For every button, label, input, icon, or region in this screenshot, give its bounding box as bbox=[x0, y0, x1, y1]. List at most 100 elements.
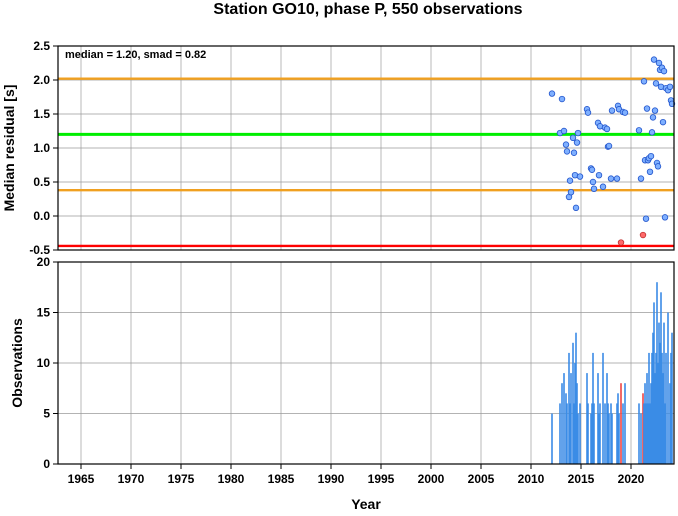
residual-points bbox=[548, 56, 676, 246]
outlier-bar bbox=[620, 383, 622, 464]
residual-point bbox=[652, 80, 660, 87]
x-tick-label: 1985 bbox=[268, 472, 295, 486]
residual-point bbox=[655, 59, 663, 67]
observation-bar bbox=[660, 292, 662, 464]
residual-point bbox=[548, 90, 556, 97]
residual-point bbox=[659, 118, 667, 126]
residual-point bbox=[558, 95, 566, 103]
chart-title: Station GO10, phase P, 550 observations bbox=[213, 1, 522, 18]
observation-bar bbox=[648, 352, 650, 464]
observation-bar bbox=[646, 373, 648, 464]
residual-point bbox=[563, 148, 571, 155]
observation-bar bbox=[649, 403, 651, 464]
observation-bar bbox=[640, 413, 642, 464]
observation-bar bbox=[566, 403, 568, 464]
observation-bar bbox=[667, 312, 669, 464]
y-tick-label: 1.5 bbox=[33, 107, 50, 121]
residual-point bbox=[589, 178, 597, 186]
observation-bar bbox=[659, 342, 661, 464]
observation-bar bbox=[575, 332, 577, 464]
y-tick-label: 15 bbox=[37, 306, 51, 320]
y-tick-label: 1.0 bbox=[33, 141, 50, 155]
observation-bars bbox=[551, 282, 673, 464]
observation-bar bbox=[651, 352, 653, 464]
observation-bar bbox=[655, 352, 657, 464]
observation-bar bbox=[563, 373, 565, 464]
residual-point bbox=[654, 163, 662, 170]
x-tick-label: 1995 bbox=[368, 472, 395, 486]
residual-point bbox=[642, 215, 650, 222]
residual-point bbox=[605, 142, 613, 150]
y-tick-label: 20 bbox=[37, 255, 51, 269]
observation-bar bbox=[569, 403, 571, 464]
observation-bar bbox=[604, 403, 606, 464]
observations-y-label: Observations bbox=[9, 318, 25, 408]
residual-panel: -0.50.00.51.01.52.02.5 median = 1.20, sm… bbox=[1, 39, 676, 257]
outlier-point bbox=[639, 231, 647, 239]
residual-point bbox=[573, 139, 581, 146]
residual-point bbox=[637, 175, 645, 182]
observation-bar bbox=[658, 322, 660, 464]
observation-bar bbox=[602, 352, 604, 464]
y-tick-label: 2.5 bbox=[33, 39, 50, 53]
residual-y-ticks: -0.50.00.51.01.52.02.5 bbox=[29, 39, 58, 257]
residual-point bbox=[590, 185, 598, 192]
residual-point bbox=[648, 129, 656, 136]
observation-bar bbox=[661, 352, 663, 464]
residual-point bbox=[635, 127, 643, 134]
residual-point bbox=[567, 188, 575, 196]
observation-bar bbox=[598, 413, 600, 464]
observation-bar bbox=[597, 373, 599, 464]
residual-point bbox=[588, 166, 596, 173]
residual-grid bbox=[58, 45, 674, 251]
outlier-bar bbox=[642, 393, 644, 464]
observation-bar bbox=[591, 403, 593, 464]
observation-bar bbox=[599, 403, 601, 464]
x-tick-label: 1980 bbox=[218, 472, 245, 486]
observation-bar bbox=[561, 383, 563, 464]
x-tick-label: 1965 bbox=[68, 472, 95, 486]
residual-point bbox=[607, 175, 615, 182]
residual-point bbox=[649, 114, 657, 121]
observation-bar bbox=[570, 373, 572, 464]
y-tick-label: 0 bbox=[43, 457, 50, 471]
residual-frame bbox=[57, 45, 675, 251]
observation-bar bbox=[671, 332, 673, 464]
observation-bar bbox=[606, 373, 608, 464]
residual-point bbox=[661, 214, 669, 221]
residual-point bbox=[566, 177, 574, 184]
observation-bar bbox=[650, 383, 652, 464]
residual-point bbox=[574, 129, 582, 137]
observation-bar bbox=[579, 403, 581, 464]
y-tick-label: -0.5 bbox=[29, 243, 50, 257]
residual-point bbox=[640, 78, 648, 85]
residual-point bbox=[576, 173, 584, 180]
observation-bar bbox=[608, 413, 610, 464]
observation-bar bbox=[617, 393, 619, 464]
observation-bar bbox=[624, 383, 626, 464]
observation-bar bbox=[652, 332, 654, 464]
residual-y-label: Median residual [s] bbox=[1, 85, 17, 212]
observation-bar bbox=[577, 413, 579, 464]
observation-bar bbox=[622, 403, 624, 464]
observation-bar bbox=[610, 403, 612, 464]
observation-bar bbox=[644, 383, 646, 464]
residual-point bbox=[643, 105, 651, 112]
residual-annotation: median = 1.20, smad = 0.82 bbox=[65, 49, 206, 61]
residual-point bbox=[569, 134, 577, 141]
x-tick-label: 1970 bbox=[118, 472, 145, 486]
residual-point bbox=[595, 171, 603, 179]
observation-bar bbox=[670, 352, 672, 464]
observation-bar bbox=[593, 403, 595, 464]
observation-bar bbox=[657, 363, 659, 464]
observation-bar bbox=[587, 403, 589, 464]
observation-bar bbox=[665, 352, 667, 464]
residual-point bbox=[650, 56, 658, 63]
observation-bar bbox=[616, 403, 618, 464]
observation-bar bbox=[576, 383, 578, 464]
y-tick-label: 5 bbox=[43, 407, 50, 421]
observation-bar bbox=[568, 352, 570, 464]
